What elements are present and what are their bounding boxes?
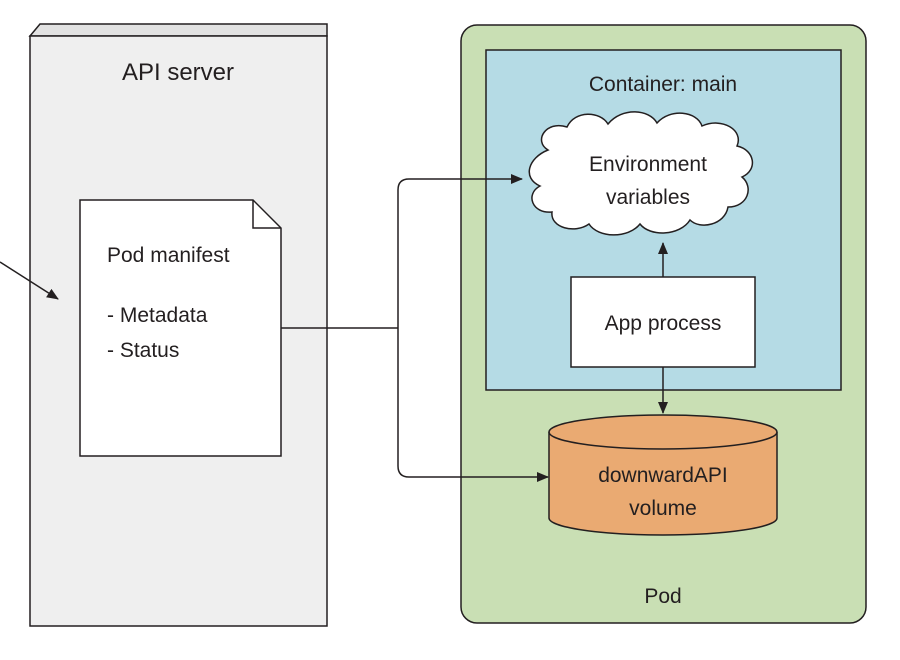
- incoming-arrow: [0, 261, 59, 300]
- pod-manifest-page: [79, 199, 282, 457]
- manifest-to-volume-arrow: [397, 328, 549, 482]
- cylinder-top: [548, 414, 778, 450]
- environment-variables-cloud: Environment variables: [528, 111, 753, 236]
- pod-manifest-item-status: - Status: [107, 339, 179, 362]
- pod-manifest-folded-corner: [252, 200, 281, 229]
- container-title: Container: main: [589, 73, 737, 96]
- api-server-title: API server: [122, 59, 234, 86]
- volume-line1: downwardAPI: [598, 464, 728, 487]
- manifest-to-env-arrow: [397, 174, 523, 328]
- cylinder-body: [548, 432, 778, 536]
- downward-api-volume-cylinder: downwardAPI volume: [548, 414, 778, 536]
- pod-manifest-title: Pod manifest: [107, 244, 230, 267]
- pod-label: Pod: [644, 585, 681, 608]
- cloud-shape: [528, 111, 753, 236]
- volume-line2: volume: [629, 497, 697, 520]
- pod-manifest-document: Pod manifest - Metadata - Status: [79, 199, 282, 457]
- manifest-connector: [281, 174, 549, 482]
- app-process-label: App process: [605, 312, 722, 335]
- pod-manifest-item-metadata: - Metadata: [107, 304, 208, 327]
- env-vars-line1: Environment: [589, 153, 707, 176]
- api-server-top-face: [28, 23, 328, 37]
- env-vars-line2: variables: [606, 186, 690, 209]
